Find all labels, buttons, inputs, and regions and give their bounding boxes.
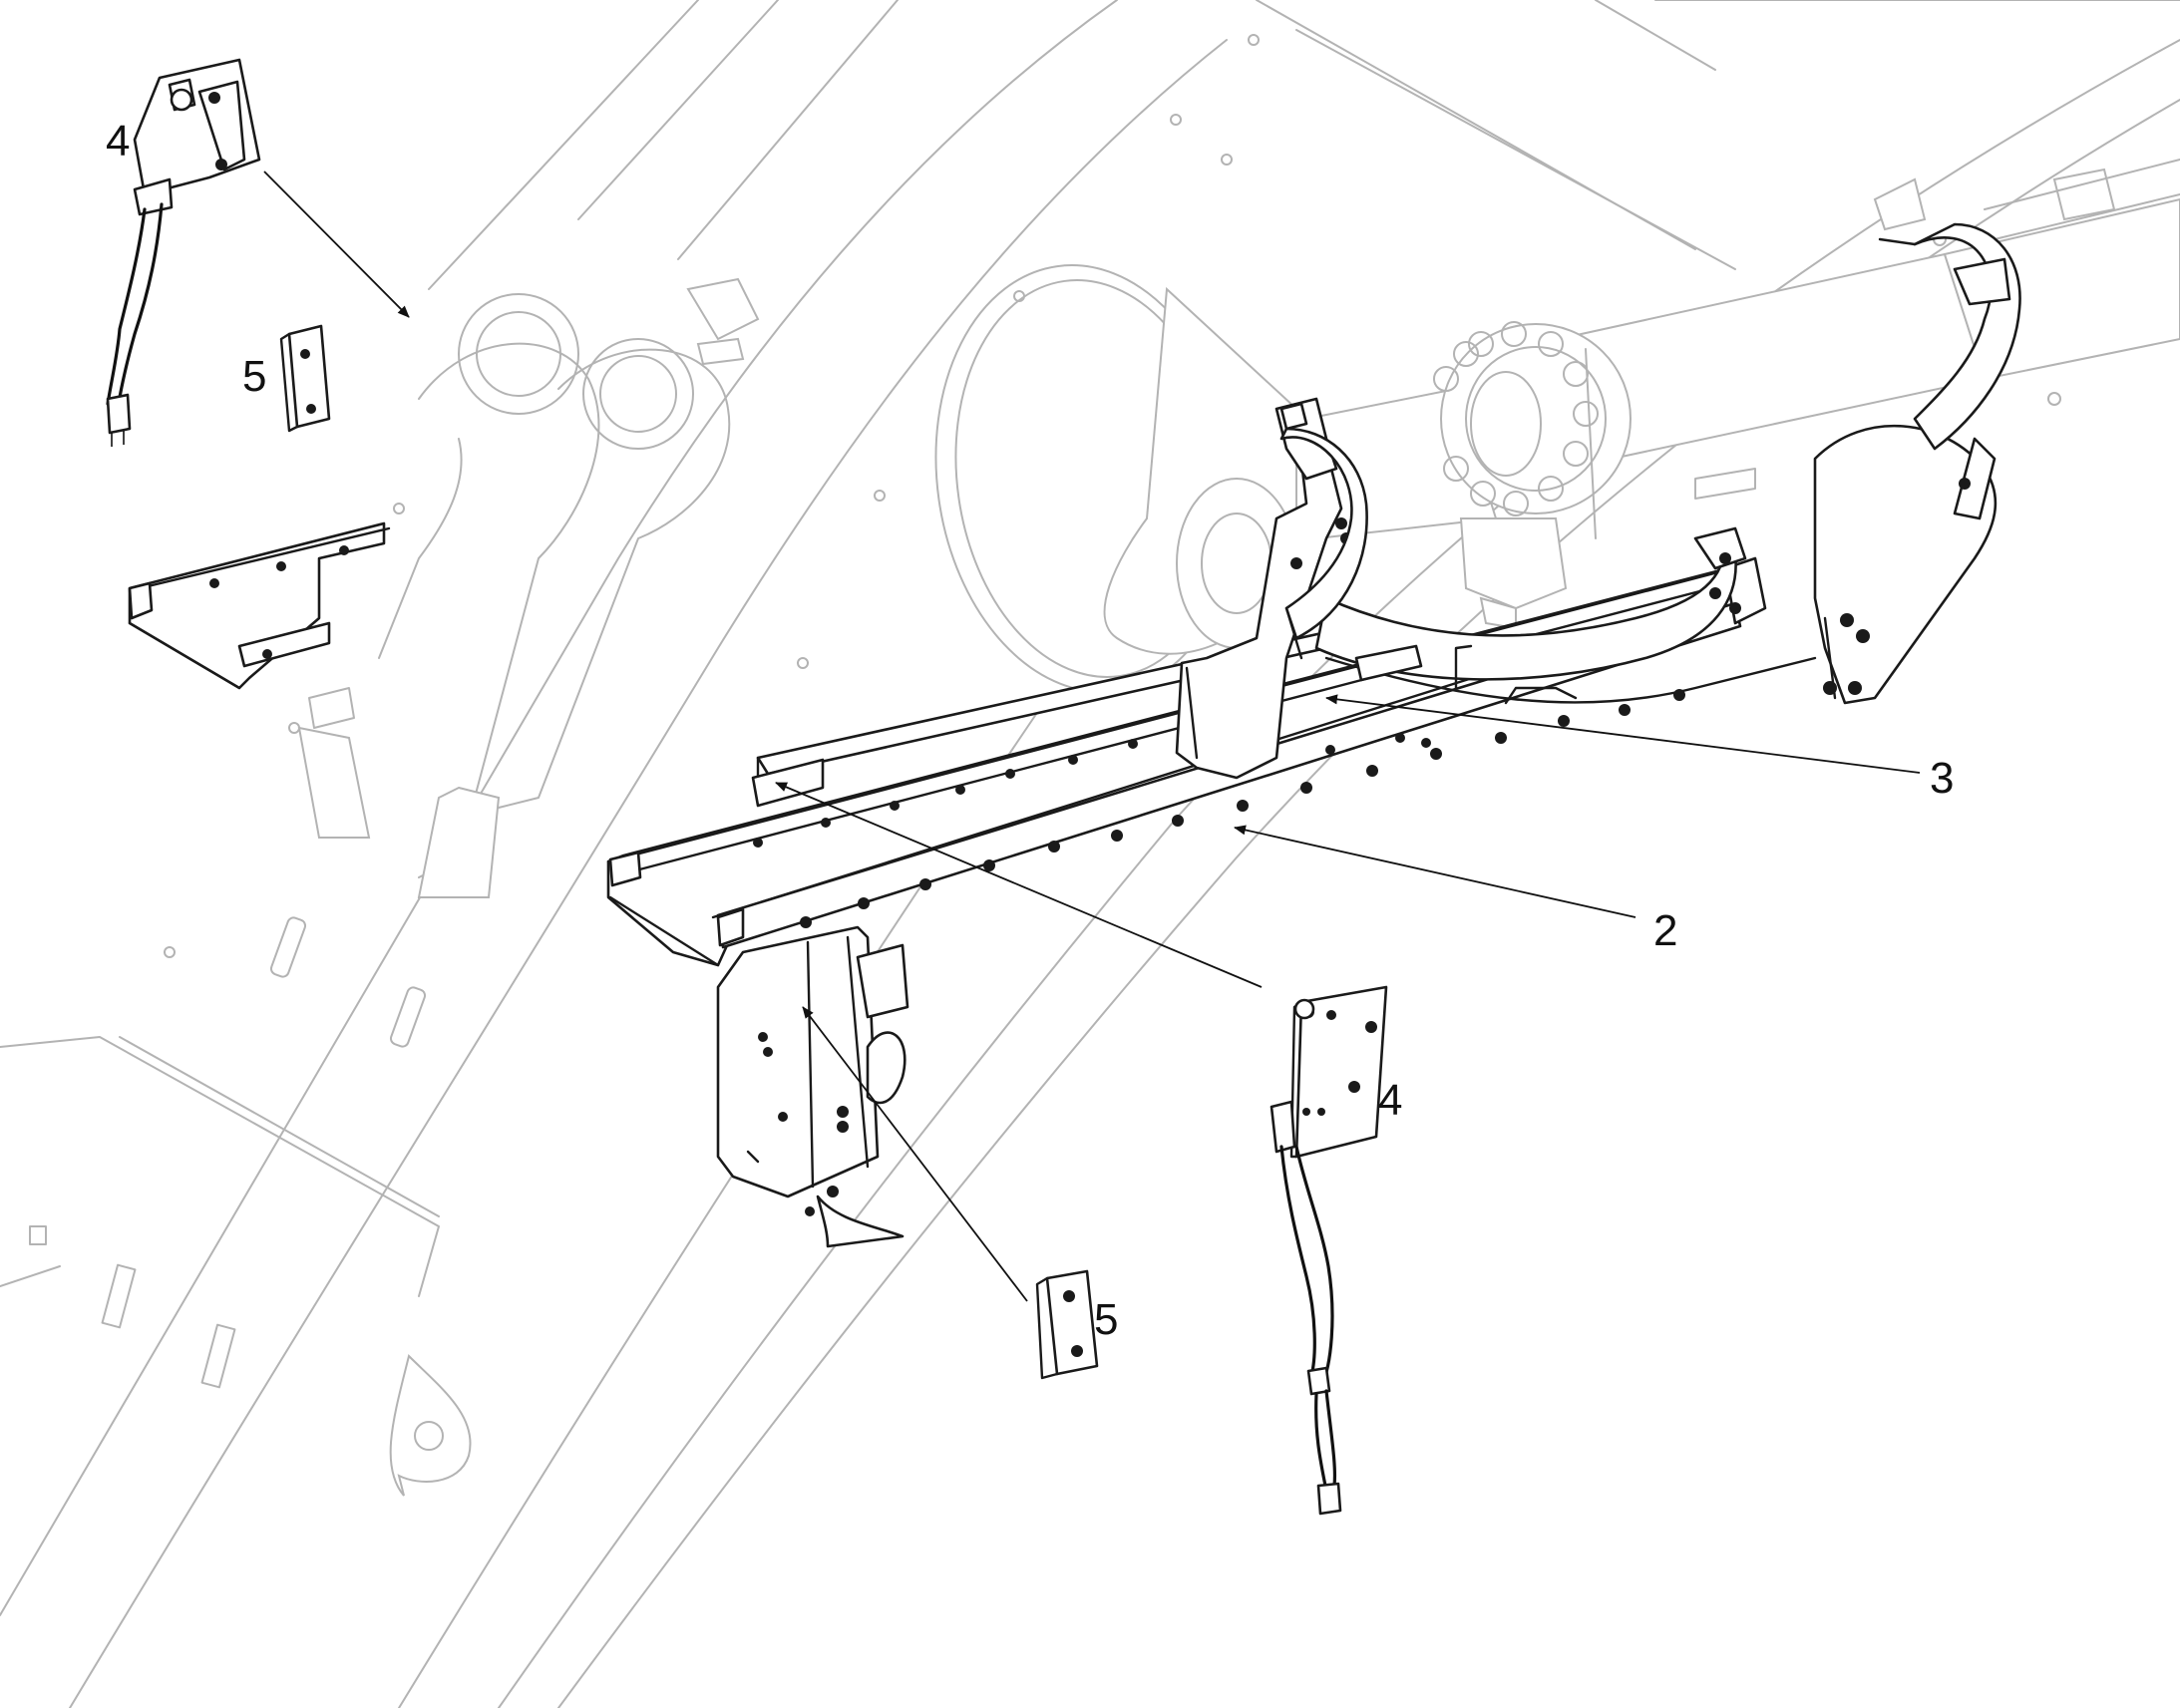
leader-3 <box>1325 694 1921 774</box>
hydraulic-cylinder-background <box>934 159 2180 693</box>
leader-2 <box>1234 825 1636 918</box>
callout-4-top: 4 <box>106 117 130 166</box>
leader-5-bottom <box>802 1006 1028 1302</box>
cylinder-guard-frame-part-3 <box>1175 222 2021 780</box>
left-guard-channel <box>128 521 391 729</box>
leader-lines <box>263 171 1921 1302</box>
callout-5-bottom: 5 <box>1094 1295 1118 1344</box>
callout-2: 2 <box>1653 906 1677 955</box>
callout-5-top: 5 <box>242 352 266 401</box>
mounted-junction-box <box>716 925 909 1248</box>
spacer-block-part-5-bottom <box>1035 1269 1099 1380</box>
leader-4-top <box>263 171 410 318</box>
leader-4-bottom <box>775 782 1263 988</box>
sensor-plate-part-4-top <box>106 58 261 447</box>
sensor-plate-part-4-bottom <box>1270 985 1388 1516</box>
spacer-block-part-5-top <box>279 324 331 433</box>
callout-labels: 4 5 3 2 4 5 <box>106 117 1954 1344</box>
callout-3: 3 <box>1930 754 1954 803</box>
callout-4-bottom: 4 <box>1378 1076 1402 1125</box>
